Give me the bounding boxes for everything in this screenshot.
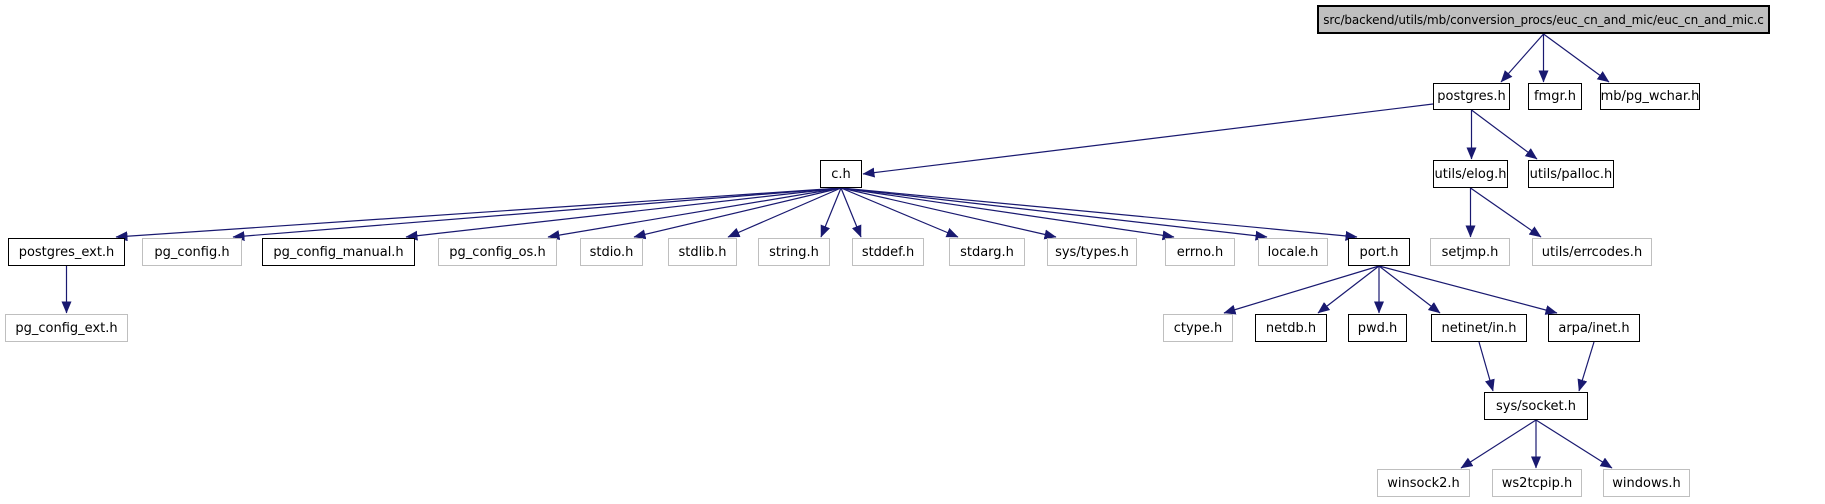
edge-c-h-to-pg-config-manual-h [405, 187, 842, 241]
edge-c-h-to-stdarg-h [840, 187, 959, 238]
edge-arpa-inet-h-to-sys-socket-h [1577, 341, 1595, 392]
node-port-h[interactable]: port.h [1348, 238, 1410, 266]
node-sys-types-h: sys/types.h [1047, 238, 1137, 266]
node-stdlib-h: stdlib.h [668, 238, 737, 266]
node-pwd-h[interactable]: pwd.h [1348, 314, 1407, 342]
edge-port-h-to-netinet-in-h [1378, 265, 1441, 314]
node-windows-h: windows.h [1603, 469, 1690, 497]
node-stddef-h: stddef.h [852, 238, 924, 266]
edge-c-h-to-sys-types-h [840, 187, 1057, 240]
edge-port-h-to-arpa-inet-h [1378, 265, 1558, 315]
node-ws2tcpip-h: ws2tcpip.h [1492, 469, 1582, 497]
edge-postgres-h-to-c-h [862, 103, 1434, 178]
edge-port-h-to-ctype-h [1223, 265, 1380, 315]
edge-c-h-to-string-h [820, 187, 842, 238]
edge-c-h-to-postgres-ext-h [115, 187, 842, 242]
edge-c-h-to-pg-config-h [232, 187, 842, 242]
node-ctype-h: ctype.h [1163, 314, 1233, 342]
edge-c-h-to-stdlib-h [727, 187, 842, 238]
edge-c-h-to-errno-h [840, 187, 1175, 241]
node-netinet-in-h[interactable]: netinet/in.h [1431, 314, 1527, 342]
edge-sys-socket-h-to-winsock2-h [1460, 419, 1537, 469]
edge-postgres-h-to-utils-palloc-h [1471, 109, 1538, 160]
node-sys-socket-h[interactable]: sys/socket.h [1484, 392, 1588, 420]
node-pg-config-h: pg_config.h [142, 238, 242, 266]
node-pg-config-ext-h: pg_config_ext.h [5, 314, 128, 342]
edge-c-h-to-stdio-h [633, 187, 842, 240]
node-stdio-h: stdio.h [580, 238, 643, 266]
node-utils-elog-h[interactable]: utils/elog.h [1433, 160, 1508, 188]
node-setjmp-h: setjmp.h [1430, 238, 1510, 266]
edge-netinet-in-h-to-sys-socket-h [1478, 341, 1495, 392]
edge-c-h-to-locale-h [840, 187, 1268, 241]
edge-c-h-to-pg-config-os-h [547, 187, 842, 241]
edge-utils-elog-h-to-utils-errcodes-h [1470, 187, 1542, 238]
node-c-h[interactable]: c.h [820, 160, 862, 188]
node-postgres-h[interactable]: postgres.h [1433, 83, 1510, 110]
node-utils-palloc-h[interactable]: utils/palloc.h [1528, 160, 1614, 188]
node-mb-pg-wchar-h[interactable]: mb/pg_wchar.h [1600, 83, 1700, 110]
node-netdb-h[interactable]: netdb.h [1255, 314, 1327, 342]
node-pg-config-manual-h[interactable]: pg_config_manual.h [262, 238, 415, 266]
node-locale-h: locale.h [1258, 238, 1328, 266]
edge-c-h-to-port-h [840, 187, 1358, 241]
edge-file-c-to-mb-pg-wchar-h [1543, 33, 1610, 83]
node-errno-h: errno.h [1165, 238, 1235, 266]
edge-port-h-to-netdb-h [1317, 265, 1380, 314]
node-postgres-ext-h[interactable]: postgres_ext.h [8, 238, 125, 266]
node-arpa-inet-h[interactable]: arpa/inet.h [1548, 314, 1640, 342]
node-pg-config-os-h: pg_config_os.h [438, 238, 557, 266]
node-utils-errcodes-h: utils/errcodes.h [1532, 238, 1652, 266]
node-stdarg-h: stdarg.h [949, 238, 1025, 266]
node-winsock2-h: winsock2.h [1377, 469, 1470, 497]
edge-c-h-to-stddef-h [840, 187, 862, 238]
edge-file-c-to-postgres-h [1500, 33, 1544, 83]
node-string-h: string.h [758, 238, 830, 266]
edge-sys-socket-h-to-windows-h [1535, 419, 1613, 469]
node-file-c: src/backend/utils/mb/conversion_procs/eu… [1317, 5, 1770, 34]
node-fmgr-h[interactable]: fmgr.h [1528, 83, 1582, 110]
